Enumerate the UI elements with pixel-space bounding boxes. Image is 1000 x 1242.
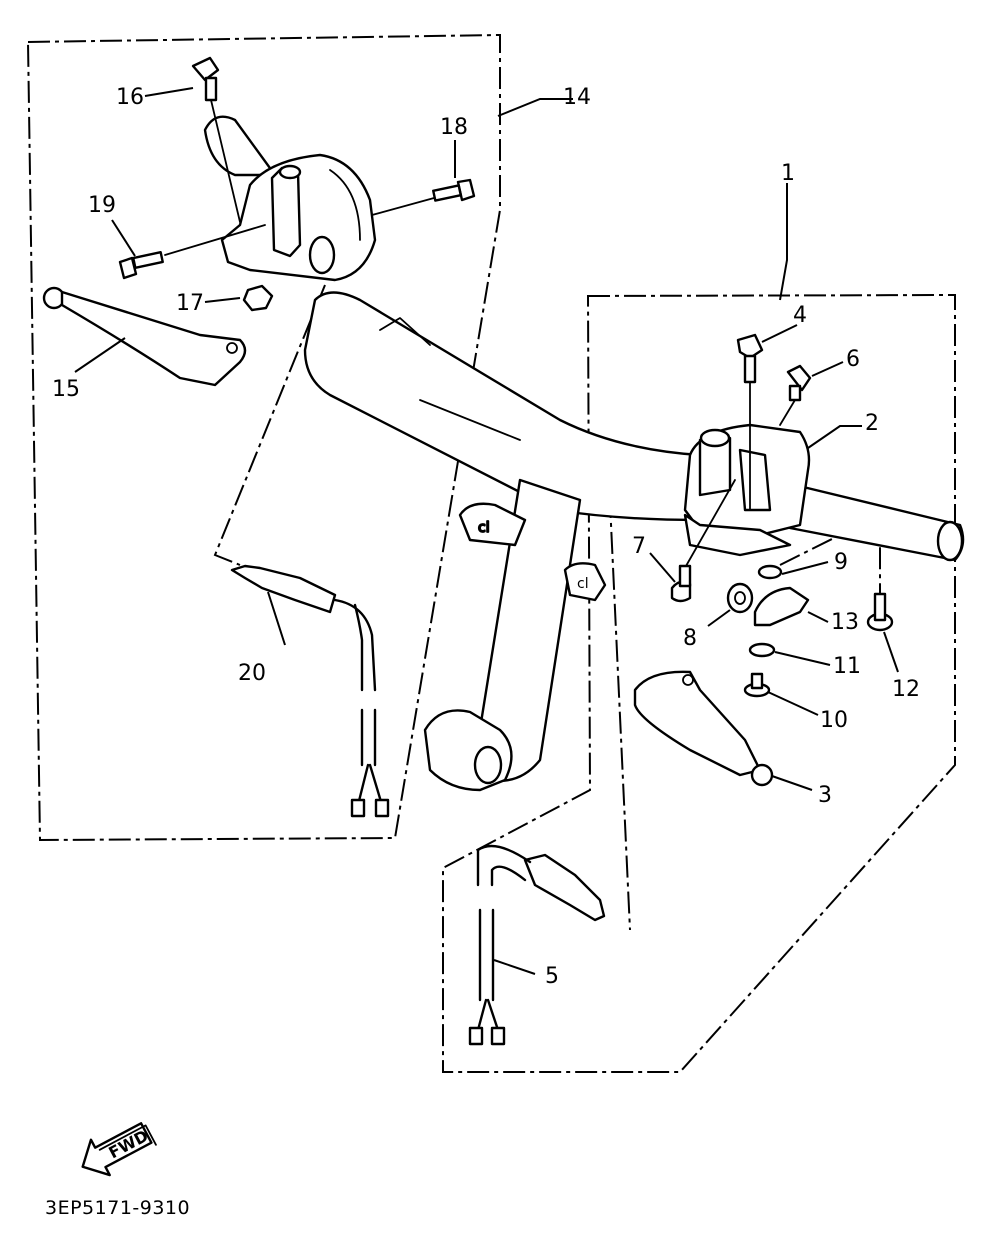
left-switch-housing xyxy=(203,115,377,282)
callout-8: 8 xyxy=(683,626,697,651)
callout-11: 11 xyxy=(833,654,861,679)
callout-12: 12 xyxy=(892,677,920,702)
cable-route-line-left xyxy=(213,284,326,566)
screw-18 xyxy=(371,178,476,216)
callout-1: 1 xyxy=(781,161,795,186)
screw-12 xyxy=(866,592,894,632)
callout-17: 17 xyxy=(176,291,204,316)
callout-6: 6 xyxy=(846,347,860,372)
callout-9: 9 xyxy=(834,550,848,575)
diagram-code: 3EP5171-9310 xyxy=(45,1197,190,1219)
callout-19: 19 xyxy=(88,193,116,218)
screw-6 xyxy=(779,364,812,426)
right-switch-cable xyxy=(468,844,606,1046)
washer-11 xyxy=(748,642,776,658)
callout-2: 2 xyxy=(865,411,879,436)
handlebar xyxy=(303,291,965,562)
left-switch-cable xyxy=(230,564,390,818)
bracket-13 xyxy=(753,586,810,627)
callout-15: 15 xyxy=(52,377,80,402)
callout-14: 14 xyxy=(563,85,591,110)
screw-7 xyxy=(670,479,736,603)
callout-13: 13 xyxy=(831,610,859,635)
screw-16 xyxy=(191,56,241,223)
screw-4 xyxy=(736,333,764,511)
assembly-1-boundary xyxy=(442,293,956,1073)
right-lever xyxy=(633,670,774,787)
screw-10 xyxy=(743,672,771,698)
callout-20: 20 xyxy=(238,661,266,686)
collar-8 xyxy=(726,582,754,614)
right-switch-housing xyxy=(683,423,811,557)
leader-lines xyxy=(74,87,899,975)
nut-17 xyxy=(242,284,274,312)
callout-5: 5 xyxy=(545,964,559,989)
callout-3: 3 xyxy=(818,783,832,808)
svg-text:cl: cl xyxy=(478,520,490,536)
forward-arrow-icon: FWD xyxy=(81,1122,157,1177)
svg-text:cl: cl xyxy=(577,576,589,592)
steering-column: cl cl xyxy=(423,478,607,792)
left-lever xyxy=(42,286,247,387)
callout-labels: 16 14 18 19 17 15 20 1 4 6 2 7 9 13 8 11… xyxy=(52,85,920,989)
washer-9 xyxy=(757,564,783,580)
callout-7: 7 xyxy=(632,534,646,559)
cable-route-line-right xyxy=(607,459,631,931)
assembly-14-boundary xyxy=(26,33,501,842)
callout-4: 4 xyxy=(793,303,807,328)
callout-18: 18 xyxy=(440,115,468,140)
callout-16: 16 xyxy=(116,85,144,110)
callout-10: 10 xyxy=(820,708,848,733)
screw-19 xyxy=(118,224,266,280)
